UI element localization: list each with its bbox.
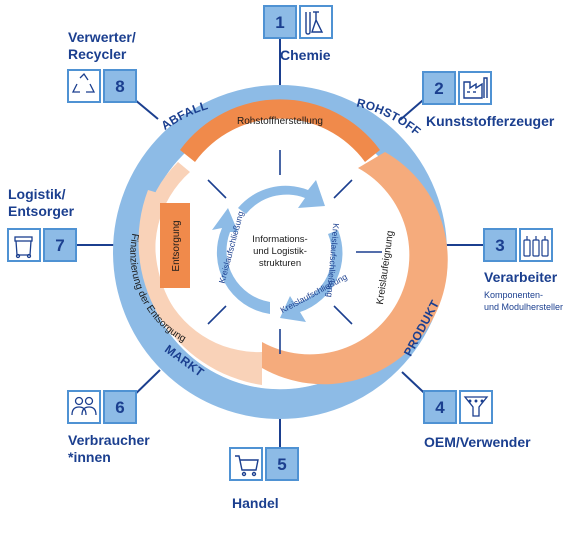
svg-text:Kunststofferzeuger: Kunststofferzeuger [426, 113, 555, 129]
recycle-icon [71, 72, 96, 93]
node-1-chemie: 1 Chemie [263, 5, 333, 63]
shopping-cart-icon [235, 455, 259, 477]
node-5-handel: 5 Handel [229, 447, 299, 511]
svg-text:8: 8 [115, 77, 124, 96]
waste-bin-icon [14, 236, 33, 259]
svg-text:6: 6 [115, 398, 124, 417]
center-line-2: und Logistik- [253, 246, 307, 257]
center-line-3: strukturen [259, 258, 301, 269]
svg-text:7: 7 [55, 236, 64, 255]
lab-flask-icon [305, 11, 324, 35]
svg-text:2: 2 [434, 79, 443, 98]
arc-entsorgung [160, 203, 190, 288]
svg-text:1: 1 [275, 13, 284, 32]
svg-text:Recycler: Recycler [68, 46, 127, 62]
node-2-kunststofferzeuger: 2 Kunststofferzeuger [422, 71, 555, 129]
node-4-oem-verwender: 4 OEM/Verwender [423, 390, 531, 450]
svg-text:4: 4 [435, 398, 445, 417]
svg-text:Chemie: Chemie [280, 47, 331, 63]
arc-label-entsorgung: Entsorgung [171, 220, 182, 271]
svg-text:Verarbeiter: Verarbeiter [484, 269, 558, 285]
node-6-verbraucher: 6 Verbraucher *innen [67, 390, 150, 465]
bottles-icon [523, 236, 549, 257]
funnel-filter-icon [463, 396, 489, 417]
arc-kreislaufeignung [262, 152, 448, 385]
factory-icon [463, 77, 488, 99]
svg-text:Verbraucher: Verbraucher [68, 432, 150, 448]
svg-text:Verwerter/: Verwerter/ [68, 29, 136, 45]
spokes [207, 150, 382, 354]
arc-label-rohstoffherstellung: Rohstoffherstellung [237, 116, 323, 127]
svg-text:OEM/Verwender: OEM/Verwender [424, 434, 531, 450]
node-3-verarbeiter: 3 Verarbeiter Komponenten- und Modulhers… [483, 228, 563, 312]
svg-text:5: 5 [277, 455, 286, 474]
svg-text:Entsorger: Entsorger [8, 203, 75, 219]
node-8-verwerter-recycler: 8 Verwerter/ Recycler [67, 29, 137, 103]
svg-text:und Modulhersteller: und Modulhersteller [484, 302, 563, 312]
arc-rohstoffherstellung [180, 99, 380, 162]
center-line-1: Informations- [252, 234, 307, 245]
svg-text:Komponenten-: Komponenten- [484, 290, 543, 300]
closed-loop-arrows [212, 180, 343, 322]
node-7-logistik-entsorger: 7 Logistik/ Entsorger [7, 186, 77, 262]
svg-text:Handel: Handel [232, 495, 279, 511]
svg-text:Logistik/: Logistik/ [8, 186, 66, 202]
svg-text:3: 3 [495, 236, 504, 255]
svg-text:*innen: *innen [68, 449, 111, 465]
people-icon [71, 396, 97, 416]
